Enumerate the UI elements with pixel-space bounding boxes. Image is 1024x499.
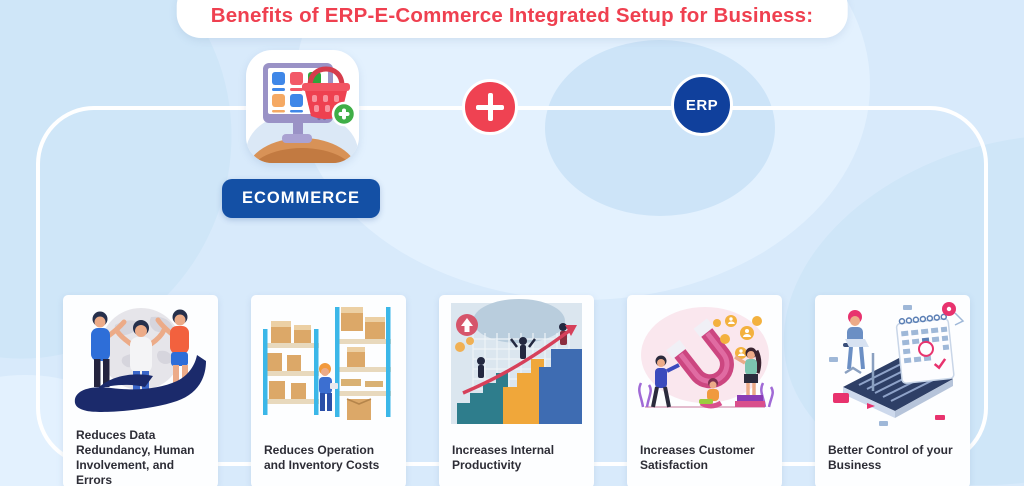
ecommerce-label: ECOMMERCE [241,189,361,207]
benefit-caption: Reduces Operation and Inventory Costs [264,443,380,472]
ecommerce-monitor-basket-icon [246,50,359,163]
benefit-card: Increases Internal Productivity [439,295,594,488]
title-banner: Benefits of ERP-E-Commerce Integrated Se… [176,0,848,38]
benefit-caption: Increases Customer Satisfaction [640,443,755,472]
growth-stairs-arrow-illustration [439,295,594,432]
benefit-caption: Increases Internal Productivity [452,443,555,472]
erp-badge: ERP [671,74,733,136]
background-blob [545,40,775,216]
benefit-card: Reduces Data Redundancy, Human Involveme… [63,295,218,488]
team-globe-hand-illustration [63,295,218,432]
plus-icon [465,82,515,132]
erp-label: ERP [685,96,719,114]
benefit-caption: Reduces Data Redundancy, Human Involveme… [76,428,195,487]
benefit-caption: Better Control of your Business [828,443,953,472]
plus-badge [462,79,518,135]
customer-magnet-illustration [627,295,782,432]
page-title: Benefits of ERP-E-Commerce Integrated Se… [210,4,814,27]
benefit-card: Increases Customer Satisfaction [627,295,782,488]
warehouse-shelves-illustration [251,295,406,432]
benefit-card: Reduces Operation and Inventory Costs [251,295,406,488]
bottom-strip [0,486,1024,499]
ecommerce-pill: ECOMMERCE [222,179,380,218]
benefit-cards-row: Reduces Data Redundancy, Human Involveme… [63,295,970,488]
laptop-calendar-illustration [815,295,970,432]
benefit-card: Better Control of your Business [815,295,970,488]
